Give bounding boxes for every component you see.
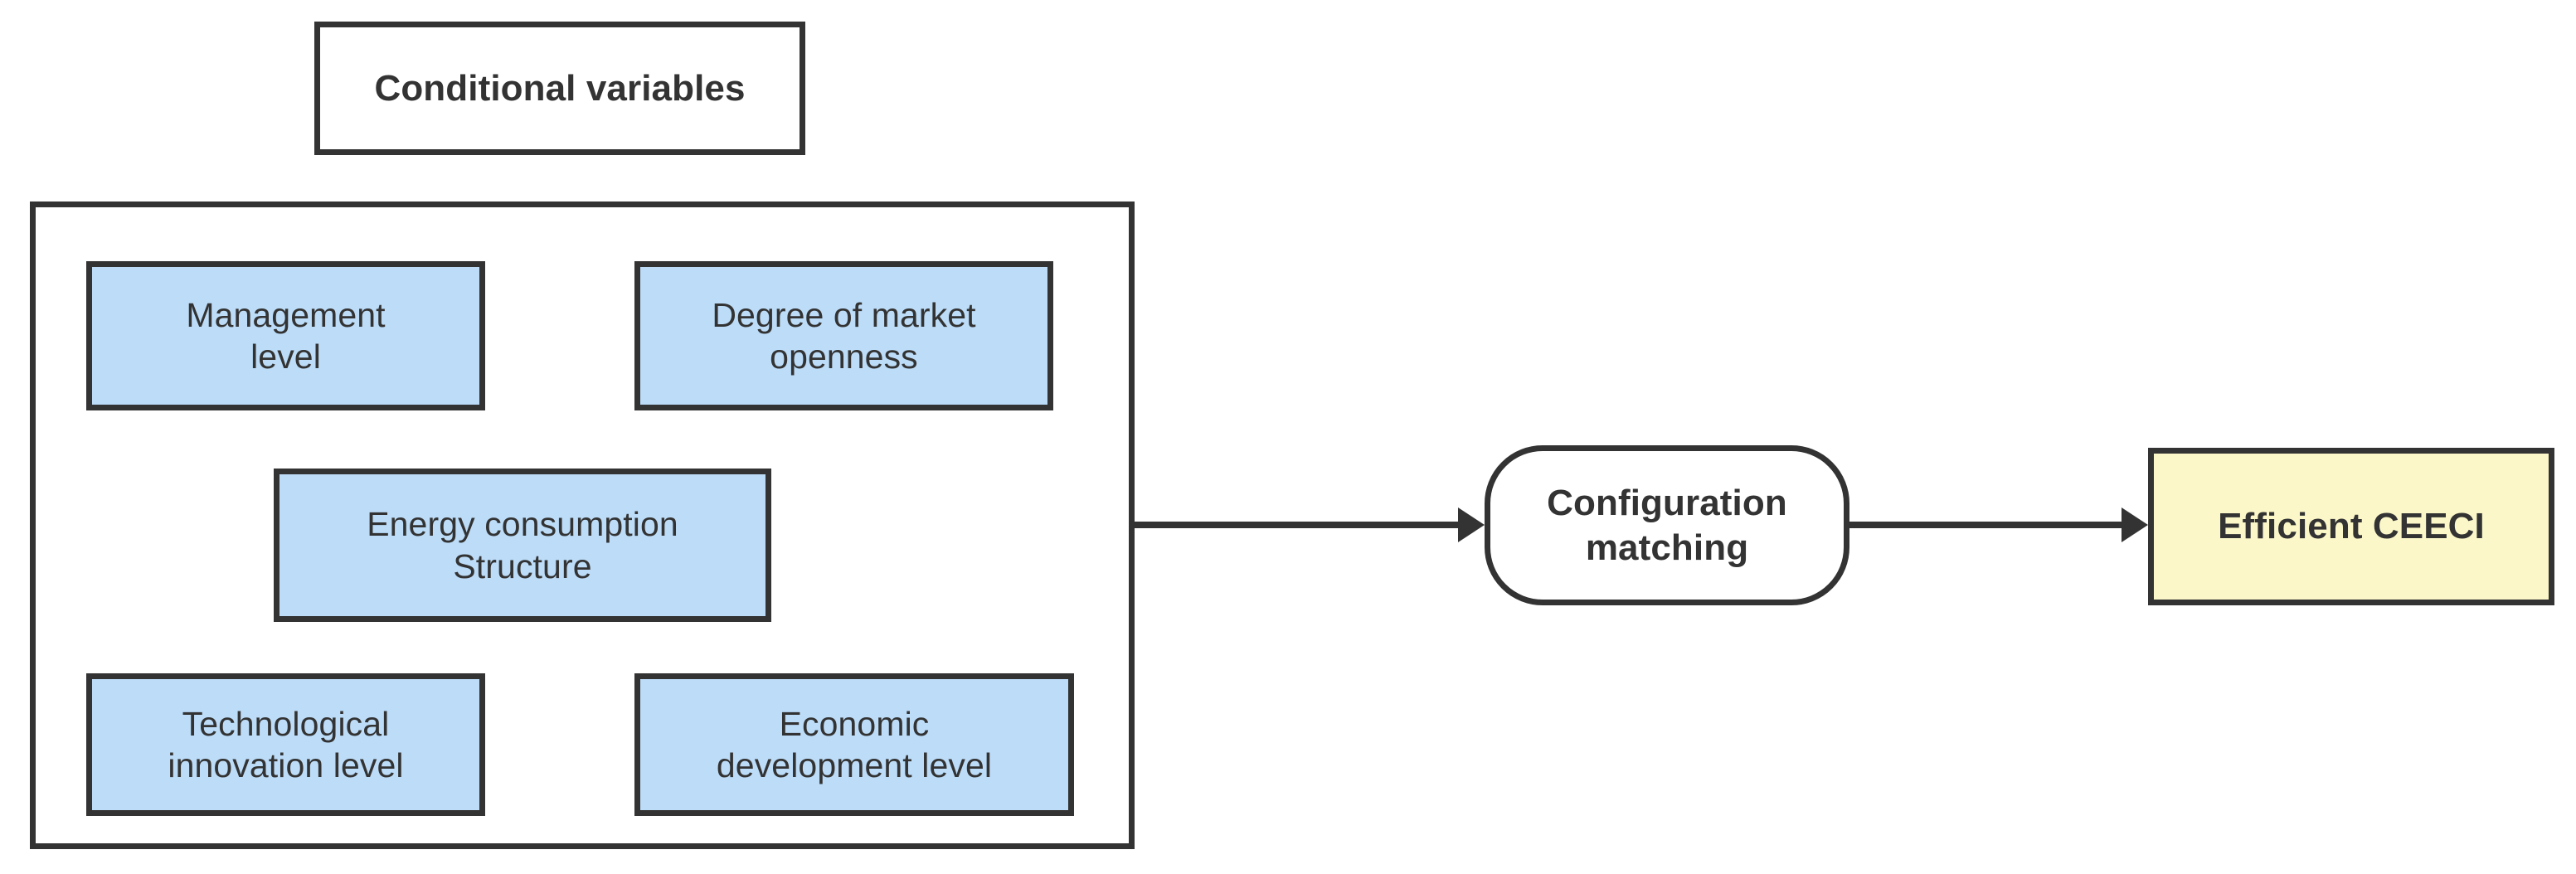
title-box-conditional-variables: Conditional variables bbox=[314, 22, 805, 155]
arrow-conditions-to-configuration-icon bbox=[1135, 522, 1460, 528]
outcome-node-efficient-ceeci: Efficient CEECI bbox=[2148, 448, 2554, 605]
condition-box-management-level: Management level bbox=[86, 261, 485, 410]
process-node-configuration-matching: Configuration matching bbox=[1485, 445, 1849, 605]
condition-box-technological-innovation-level: Technological innovation level bbox=[86, 673, 485, 816]
condition-box-degree-of-market-openness: Degree of market openness bbox=[634, 261, 1053, 410]
condition-box-energy-consumption-structure: Energy consumption Structure bbox=[274, 469, 771, 622]
arrow-configuration-to-outcome-icon bbox=[1849, 522, 2123, 528]
condition-box-economic-development-level: Economic development level bbox=[634, 673, 1074, 816]
